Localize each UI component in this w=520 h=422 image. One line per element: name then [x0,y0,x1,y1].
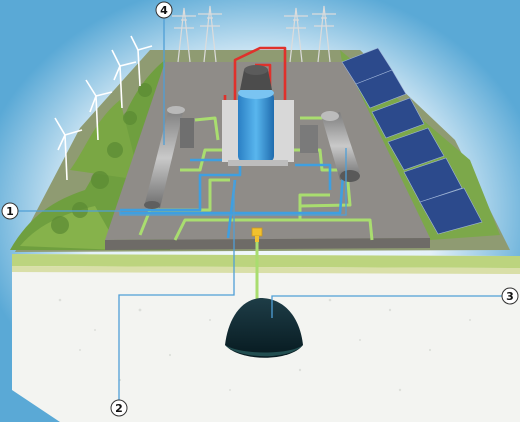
solar-panels [341,47,483,235]
callout-1-label: 1 [6,205,14,218]
callout-3-label: 3 [506,290,514,303]
central-tank-building [222,65,294,166]
wind-turbines [54,35,153,181]
callout-1: 1 [1,202,19,220]
well-head [251,227,263,242]
transmission-towers [172,5,336,63]
callout-4-label: 4 [160,4,168,17]
callout-leader-lines [17,16,503,400]
callout-3: 3 [501,287,519,305]
callout-4: 4 [155,1,173,19]
geothermal-reservoir [225,298,303,358]
right-turbine-unit [300,111,360,182]
callout-2: 2 [110,399,128,417]
left-cylinder-unit [144,106,194,209]
callout-2-label: 2 [115,402,123,415]
